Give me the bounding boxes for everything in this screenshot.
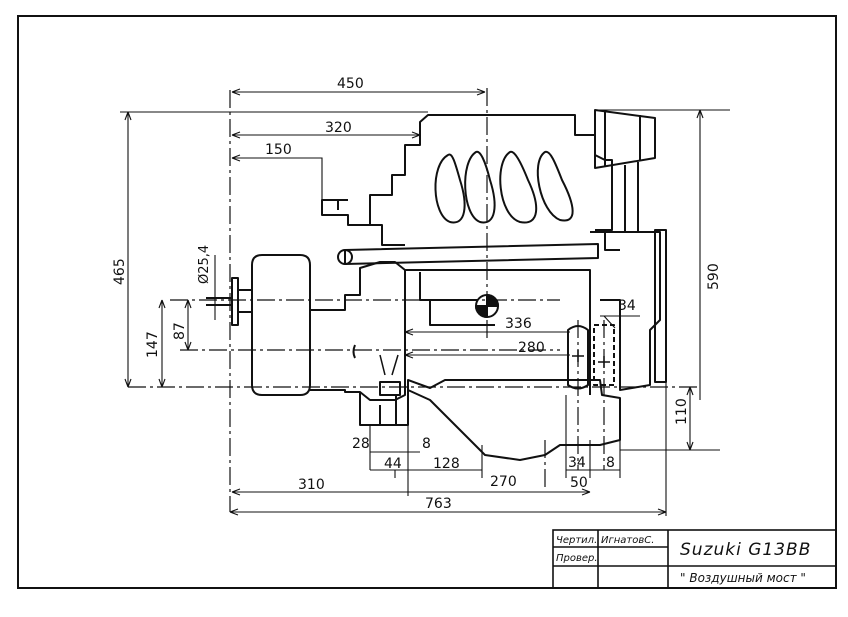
dim-270: 270	[490, 474, 517, 490]
dim-310: 310	[298, 477, 325, 493]
dim-147: 147	[145, 331, 161, 358]
engine-drawing	[206, 109, 667, 461]
title-checked-label: Провер.	[556, 553, 598, 564]
intake-runner-4	[536, 150, 574, 222]
dim-280: 280	[518, 340, 545, 356]
dim-320: 320	[325, 120, 352, 136]
sheet-frame	[17, 15, 837, 589]
dim-34-top: 34	[618, 298, 636, 314]
dim-8-left: 8	[422, 436, 431, 452]
cylinder-head-outline	[321, 114, 613, 231]
title-model: Suzuki G13BB	[680, 540, 811, 560]
rail-tube	[344, 243, 599, 265]
title-block	[552, 529, 837, 589]
dim-28: 28	[352, 436, 370, 452]
dim-34-bottom: 34	[568, 455, 586, 471]
intake-runner-1	[434, 153, 466, 224]
timing-cover	[590, 231, 661, 391]
title-drawn-label: Чертил.	[556, 535, 597, 546]
dimension-labels: 450 320 150 465 590 Ø25,4 147 87 336 280…	[112, 76, 722, 512]
pulley-slot-2	[593, 324, 615, 386]
center-lines	[128, 88, 700, 512]
intake-runner-3	[499, 150, 538, 224]
shaft-flange	[231, 277, 239, 326]
title-subtitle: " Воздушный мост "	[680, 571, 806, 585]
dim-590: 590	[706, 263, 722, 290]
dim-763: 763	[425, 496, 452, 512]
flywheel-disc	[251, 254, 311, 396]
engine-block	[310, 261, 406, 401]
dim-128: 128	[433, 456, 460, 472]
dim-8-right: 8	[606, 455, 615, 471]
dim-110: 110	[674, 398, 690, 425]
dim-465: 465	[112, 258, 128, 285]
dim-50: 50	[570, 475, 588, 491]
dim-336: 336	[505, 316, 532, 332]
dim-87: 87	[172, 322, 188, 340]
dimension-lines	[120, 88, 730, 516]
dim-25-4: Ø25,4	[197, 245, 212, 284]
dim-44: 44	[384, 456, 402, 472]
dim-150: 150	[265, 142, 292, 158]
air-filter	[594, 109, 656, 169]
title-drawn-name: ИгнатовС.	[601, 535, 654, 546]
intake-runner-2	[464, 150, 496, 224]
dim-450: 450	[337, 76, 364, 92]
